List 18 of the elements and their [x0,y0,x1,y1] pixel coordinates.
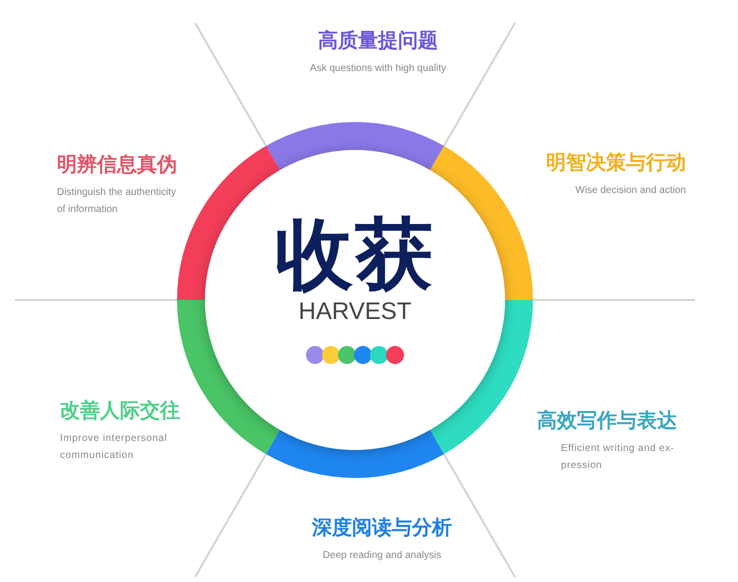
segment-subtitle: Wise decision and action [574,184,686,198]
segment-title: 高效写作与表达 [537,408,677,434]
segment-title: 改善人际交往 [60,398,180,424]
segment-title: 深度阅读与分析 [312,516,452,541]
segment-subtitle: Deep reading and analysis [322,549,442,563]
segment-subtitle: Ask questions with high quality [308,62,448,76]
center-title: 收获 [275,212,435,296]
segment-title: 高质量提问题 [318,28,438,54]
ring-segment [266,122,444,170]
center-subtitle: HARVEST [298,298,412,326]
ring-segment [266,430,444,478]
segment-title: 明智决策与行动 [546,151,686,176]
segment-subtitle: Efficient writing and ex- pression [561,442,676,473]
ring-segment [430,300,533,454]
ring-segment [430,146,533,300]
segment-subtitle: Distinguish the authenticity of information [57,186,177,217]
segment-title: 明辨信息真伪 [57,152,177,178]
segment-subtitle: Improve interpersonal communication [60,432,168,463]
